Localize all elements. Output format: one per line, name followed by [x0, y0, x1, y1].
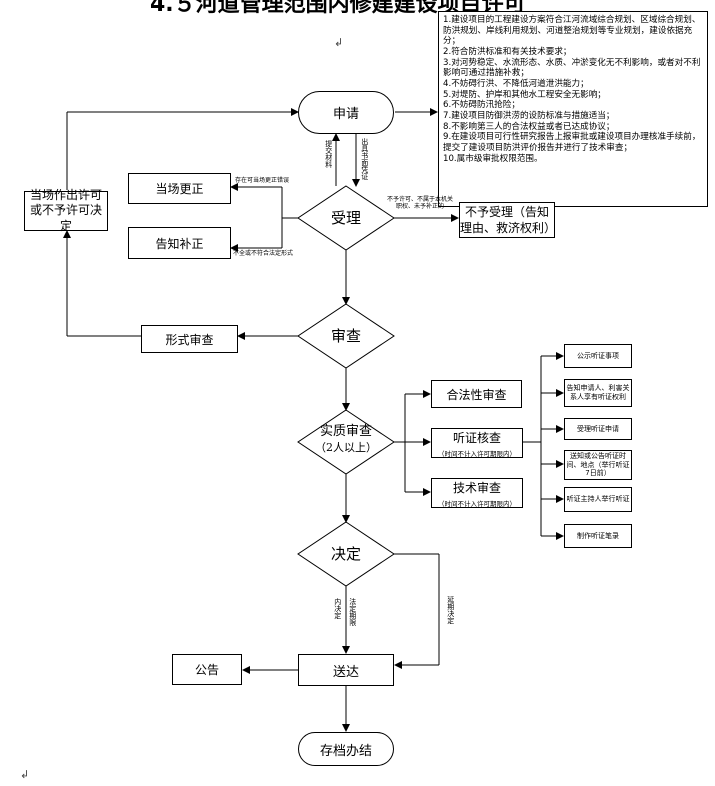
approval-criteria-box: 1.建设项目的工程建设方案符合江河流域综合规划、区域综合规划、防洪规划、岸线利用… — [438, 11, 708, 207]
criterion-10: 10.属市级审批权限范围。 — [443, 153, 543, 164]
hearing-step-1: 公示听证事项 — [564, 344, 632, 368]
formal-review-node: 形式审查 — [141, 325, 238, 353]
announce-node: 公告 — [172, 654, 242, 685]
hearing-check-node: 听证核查 （时间不计入许可期限内） — [431, 428, 523, 458]
notify-supplement-node: 告知补正 — [128, 227, 231, 259]
criterion-3: 3.对河势稳定、水流形态、水质、冲淤变化无不利影响，或者对不利影响可通过措施补救… — [443, 57, 701, 79]
criterion-1: 1.建设项目的工程建设方案符合江河流域综合规划、区域综合规划、防洪规划、岸线利用… — [443, 15, 701, 47]
hearing-check-title: 听证核查 — [452, 430, 501, 445]
criterion-2: 2.符合防洪标准和有关技术要求； — [443, 46, 572, 57]
tech-review-node: 技术审查 （时间不计入许可期限内） — [431, 478, 523, 508]
legality-review-node: 合法性审查 — [431, 380, 522, 408]
reject-node: 不予受理（告知理由、救济权利） — [459, 202, 556, 238]
tech-review-note: （时间不计入许可期限内） — [438, 499, 516, 508]
edge-label-issue-voucher: 出具书面凭证 — [360, 138, 369, 180]
criterion-4: 4.不妨碍行洪、不降低河道泄洪能力； — [443, 78, 589, 89]
hearing-step-3: 受理听证申请 — [564, 418, 632, 440]
hearing-step-5: 听证主持人举行听证 — [564, 487, 632, 512]
page-title: 4.５河道管理范围内修建建设项目许可 — [150, 0, 526, 17]
edge-label-extend: 延期决定 — [446, 596, 455, 624]
criterion-6: 6.不妨碍防汛抢险； — [443, 100, 520, 111]
edge-label-reject-reason: 不予许可、不属于本机关职权、未予补正的 — [386, 196, 453, 211]
onsite-correct-node: 当场更正 — [128, 173, 231, 204]
substantive-title: 实质审查 — [319, 424, 372, 439]
tech-review-title: 技术审查 — [452, 480, 501, 495]
hearing-step-6: 制作听证笔录 — [564, 524, 632, 548]
edge-label-submit-materials: 提交材料 — [324, 140, 333, 168]
edge-label-decide-within: 内决定 — [333, 598, 342, 619]
edge-label-incomplete: 不全或不符合法定形式 — [233, 250, 294, 257]
paragraph-mark: ↲ — [20, 768, 30, 781]
criterion-9: 9.在建设项目可行性研究报告上报审批或建设项目办理核准手续前，提交了建设项目防洪… — [443, 132, 701, 153]
accept-label: 受理 — [330, 209, 361, 227]
hearing-check-note: （时间不计入许可期限内） — [438, 449, 516, 458]
onsite-decision-node: 当场作出许可或不予许可决定 — [24, 188, 108, 233]
substantive-subtitle: （2人以上） — [315, 440, 377, 454]
decide-label: 决定 — [330, 545, 361, 563]
criterion-5: 5.对堤防、护岸和其他水工程安全无影响； — [443, 89, 606, 100]
criterion-8: 8.不影响第三人的合法权益或者已达成协议； — [443, 121, 615, 132]
hearing-step-2: 告知申请人、利害关系人享有听证权利 — [564, 379, 632, 407]
substantive-label: 实质审查 （2人以上） — [306, 424, 386, 455]
apply-node: 申请 — [298, 91, 394, 134]
edge-label-correctable: 存在可当场更正错误 — [235, 177, 290, 184]
edge-label-legal-deadline: 法定期限 — [348, 598, 357, 626]
paragraph-mark: ↲ — [334, 36, 344, 49]
deliver-node: 送达 — [298, 654, 394, 686]
archive-node: 存档办结 — [298, 732, 394, 766]
criterion-7: 7.建设项目防御洪涝的设防标准与措施适当； — [443, 110, 615, 121]
hearing-step-4: 送知或公告听证时间、地点（举行听证7日前） — [564, 450, 632, 480]
review-label: 审查 — [330, 327, 361, 345]
